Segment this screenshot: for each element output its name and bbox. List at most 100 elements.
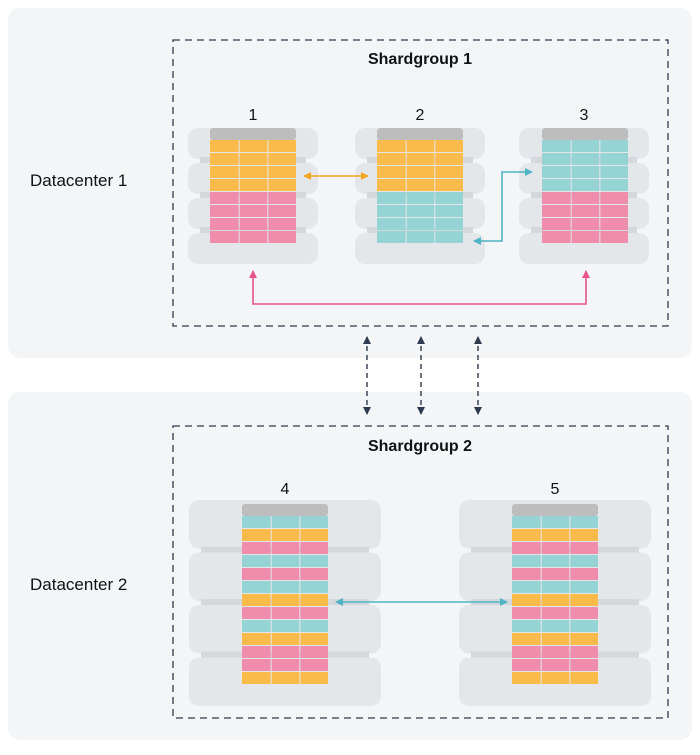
node-4-cell-pink — [271, 607, 300, 619]
node-1-cell-pink — [210, 192, 239, 204]
node-4-cell-pink — [271, 568, 300, 580]
node-2-cell-orange — [435, 179, 463, 191]
node-3-cell-pink — [571, 192, 600, 204]
node-3-cell-pink — [542, 192, 571, 204]
node-4-cell-orange — [300, 633, 328, 645]
node-3-cell-teal — [571, 153, 600, 165]
node-5-cell-pink — [570, 659, 598, 671]
node-4-cell-teal — [271, 581, 300, 593]
node-4-cell-pink — [242, 568, 271, 580]
node-5-cell-orange — [570, 633, 598, 645]
node-3-cell-teal — [600, 179, 628, 191]
node-2-cell-teal — [435, 205, 463, 217]
node-2-cell-orange — [406, 140, 435, 152]
node-5-server — [459, 500, 651, 706]
node-4-cell-teal — [300, 620, 328, 632]
node-5-cell-pink — [570, 568, 598, 580]
node-3-cell-teal — [542, 179, 571, 191]
replication-arrow-2-3 — [473, 168, 533, 245]
node-2-cell-orange — [435, 140, 463, 152]
node-5-cell-teal — [512, 620, 541, 632]
node-4-cell-teal — [300, 555, 328, 567]
node-2-cell-orange — [406, 179, 435, 191]
node-4-cell-teal — [300, 581, 328, 593]
node-3-cell-pink — [571, 231, 600, 243]
node-4-cell-pink — [300, 542, 328, 554]
node-2-cell-teal — [377, 192, 406, 204]
node-5-cell-teal — [541, 620, 570, 632]
node-3-cell-teal — [542, 166, 571, 178]
node-1-cell-pink — [210, 218, 239, 230]
node-1-cell-orange — [239, 153, 268, 165]
node-1-cell-orange — [210, 140, 239, 152]
node-4-cell-pink — [242, 607, 271, 619]
node-2-server — [355, 128, 485, 264]
node-3-cell-teal — [542, 153, 571, 165]
node-3-cell-teal — [600, 140, 628, 152]
node-4-number: 4 — [281, 481, 290, 498]
node-1-cell-orange — [239, 166, 268, 178]
node-2-cell-teal — [406, 192, 435, 204]
node-4-cell-teal — [271, 620, 300, 632]
node-5-cell-pink — [541, 542, 570, 554]
node-4-cell-pink — [242, 646, 271, 658]
node-5-cell-pink — [512, 568, 541, 580]
node-1-cell-orange — [268, 166, 296, 178]
node-5-number: 5 — [551, 481, 560, 498]
node-4-cell-orange — [271, 672, 300, 684]
node-2-cell-teal — [435, 192, 463, 204]
node-1-cell-orange — [210, 166, 239, 178]
node-5-cell-teal — [570, 555, 598, 567]
node-1-cell-pink — [268, 192, 296, 204]
node-2-cell-orange — [406, 153, 435, 165]
node-5-cell-pink — [541, 659, 570, 671]
node-5-cell-orange — [512, 672, 541, 684]
node-1-cell-pink — [210, 205, 239, 217]
node-3-cell-teal — [571, 166, 600, 178]
node-5-cell-orange — [570, 529, 598, 541]
node-3-cell-pink — [542, 218, 571, 230]
node-4-cell-orange — [300, 529, 328, 541]
node-4-cell-pink — [242, 659, 271, 671]
node-4-cell-orange — [271, 529, 300, 541]
node-2-cell-teal — [406, 218, 435, 230]
node-4-cell-teal — [271, 516, 300, 528]
node-5-cell-pink — [512, 646, 541, 658]
node-4-cell-pink — [271, 659, 300, 671]
node-3-server — [519, 128, 649, 264]
node-3-cell-teal — [571, 140, 600, 152]
node-2-cell-orange — [435, 153, 463, 165]
datacenter-2-label: Datacenter 2 — [30, 575, 127, 594]
node-1-cell-pink — [239, 231, 268, 243]
node-3-cell-pink — [600, 205, 628, 217]
node-4-cell-orange — [300, 672, 328, 684]
node-5-cell-orange — [541, 594, 570, 606]
node-5-cell-pink — [541, 607, 570, 619]
shardgroup-1-title: Shardgroup 1 — [368, 51, 472, 68]
node-2-cell-orange — [377, 140, 406, 152]
node-4-cell-pink — [300, 646, 328, 658]
node-1-table-header — [210, 128, 296, 140]
node-5-cell-orange — [512, 594, 541, 606]
node-4-cell-teal — [242, 620, 271, 632]
node-3-number: 3 — [580, 107, 589, 124]
node-5-cell-orange — [541, 633, 570, 645]
node-2-number: 2 — [416, 107, 425, 124]
node-2-cell-orange — [406, 166, 435, 178]
node-2-cell-teal — [377, 218, 406, 230]
node-5-cell-orange — [541, 672, 570, 684]
node-4-cell-orange — [300, 594, 328, 606]
node-1-cell-pink — [268, 205, 296, 217]
node-5-cell-pink — [541, 646, 570, 658]
node-4-cell-teal — [242, 555, 271, 567]
node-1-cell-pink — [268, 218, 296, 230]
node-5-cell-pink — [512, 542, 541, 554]
node-4-cell-orange — [271, 633, 300, 645]
node-4-cell-pink — [300, 659, 328, 671]
node-2-cell-teal — [435, 231, 463, 243]
node-1-number: 1 — [249, 107, 258, 124]
node-2-cell-orange — [435, 166, 463, 178]
node-5-table-header — [512, 504, 598, 516]
node-5-cell-pink — [512, 607, 541, 619]
